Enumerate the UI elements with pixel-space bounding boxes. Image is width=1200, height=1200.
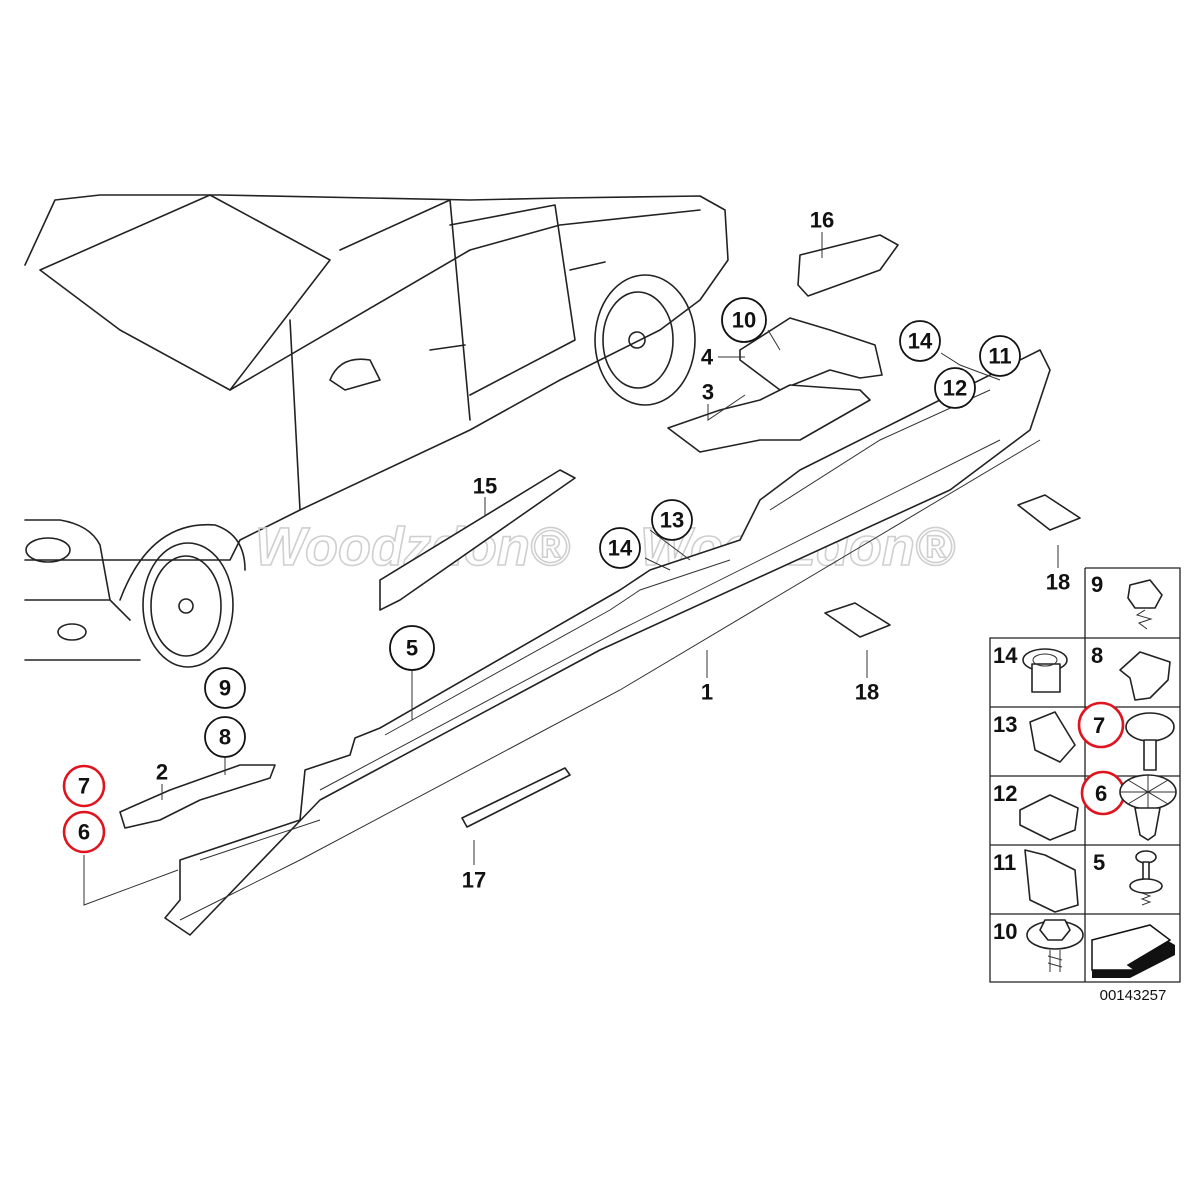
callout-12: 12 (943, 376, 967, 401)
callout-6: 6 (78, 820, 90, 845)
legend-8: 8 (1091, 643, 1103, 668)
callout-circle (599, 527, 641, 569)
callout-3: 3 (702, 380, 714, 405)
callout-1: 1 (701, 680, 713, 705)
legend-14: 14 (993, 643, 1018, 668)
rivet-icon-5 (1129, 850, 1163, 906)
push-rivet-icon-6 (1119, 774, 1177, 841)
clip-icon-8 (1119, 651, 1171, 701)
part-18-pad (1017, 494, 1081, 531)
callout-2: 2 (156, 760, 168, 785)
callout-18: 18 (1046, 570, 1070, 595)
legend-6: 6 (1095, 781, 1107, 806)
callout-16: 16 (810, 208, 834, 233)
callout-11: 11 (988, 344, 1011, 369)
clip-icon-12 (1019, 794, 1079, 841)
leader-lines (83, 232, 1059, 906)
callouts: 16 10 4 3 14 11 12 15 13 14 18 18 5 1 9 … (62, 208, 1070, 893)
legend-10: 10 (993, 919, 1017, 944)
legend-13: 13 (993, 712, 1017, 737)
side-sill-panel (164, 349, 1051, 936)
callout-14: 14 (908, 329, 933, 354)
car-outline (24, 194, 729, 668)
grommet-icon-14 (1022, 648, 1068, 693)
part-2-holder (119, 764, 276, 829)
callout-highlight-circle (62, 810, 106, 854)
part-10-bracket (739, 317, 883, 391)
legend-11: 11 (993, 850, 1016, 875)
callout-13: 13 (660, 508, 684, 533)
callout-circle (204, 667, 246, 709)
legend-9: 9 (1091, 572, 1103, 597)
callout-circle (204, 716, 246, 758)
callout-18: 18 (855, 680, 879, 705)
callout-circle (651, 499, 693, 541)
callout-circle (389, 625, 435, 671)
screw-icon-7 (1125, 712, 1175, 771)
callout-5: 5 (406, 636, 418, 661)
callout-9: 9 (219, 676, 231, 701)
fastener-legend: 9 14 8 13 7 12 6 11 5 10 (989, 567, 1181, 983)
callout-15: 15 (473, 474, 497, 499)
callout-circle (721, 297, 767, 343)
callout-4: 4 (701, 345, 714, 370)
clip-icon-13 (1029, 711, 1076, 763)
part-16-cover (797, 234, 899, 297)
legend-5: 5 (1093, 850, 1105, 875)
legend-7: 7 (1093, 713, 1105, 738)
callout-highlight-circle (62, 764, 106, 808)
part-15-trim (379, 469, 576, 611)
legend-highlight-7 (1077, 701, 1125, 749)
direction-arrow-icon (1091, 924, 1175, 978)
callout-circle (934, 367, 976, 409)
callout-circle (899, 320, 941, 362)
part-3-bracket (667, 384, 871, 453)
callout-17: 17 (462, 868, 486, 893)
callout-circle (979, 335, 1021, 377)
legend-12: 12 (993, 781, 1017, 806)
diagram-code: 00143257 (1100, 987, 1167, 1004)
bolt-icon-10 (1026, 919, 1084, 972)
callout-14: 14 (608, 536, 633, 561)
clip-icon-11 (1024, 849, 1079, 913)
screw-icon-9 (1127, 579, 1163, 630)
part-18-pad (824, 602, 891, 638)
part-17-strip (461, 767, 571, 828)
callout-10: 10 (732, 308, 756, 333)
callout-7: 7 (78, 774, 90, 799)
callout-8: 8 (219, 725, 231, 750)
